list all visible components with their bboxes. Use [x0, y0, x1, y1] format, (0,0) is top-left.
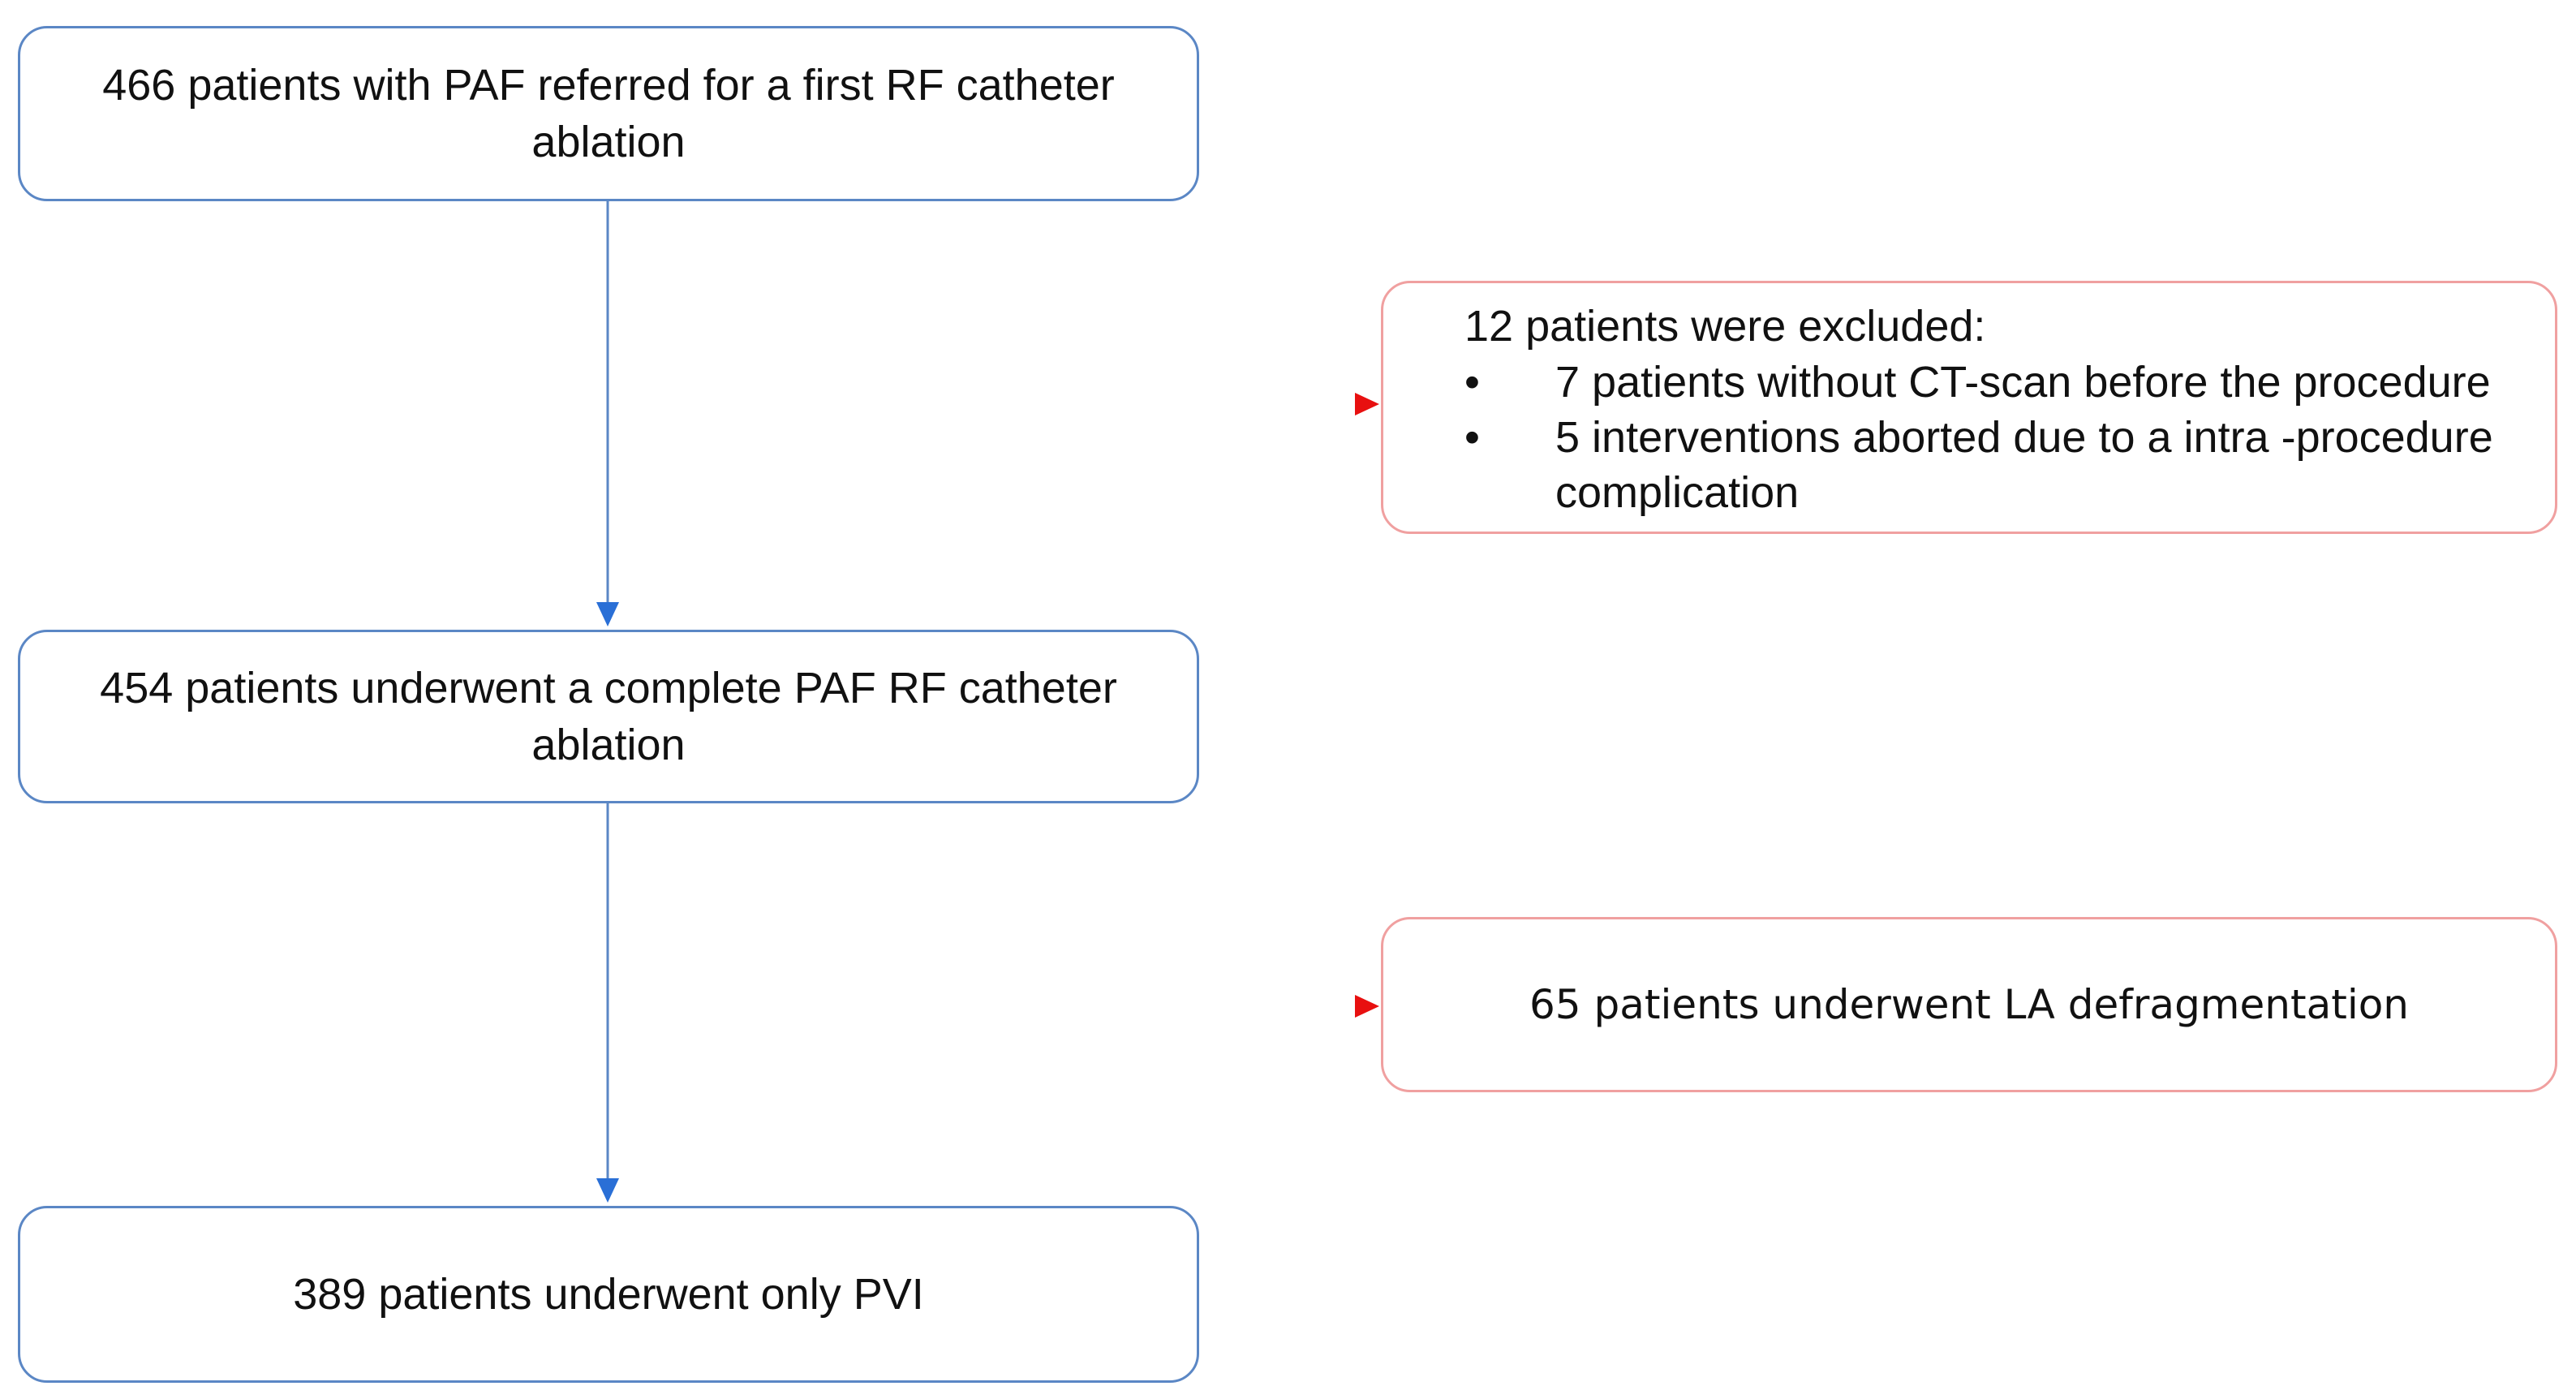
bullet-icon: •	[1464, 413, 1480, 462]
defragmentation-box: 65 patients underwent LA defragmentation	[1381, 917, 2557, 1092]
exclusion-list: • 7 patients without CT-scan before the …	[1383, 355, 2561, 520]
flow-step3-text: 389 patients underwent only PVI	[293, 1270, 924, 1319]
flow-step1-text: 466 patients with PAF referred for a fir…	[102, 61, 1115, 166]
flow-box-step3: 389 patients underwent only PVI	[18, 1206, 1199, 1383]
exclusion-box: 12 patients were excluded: • 7 patients …	[1381, 281, 2557, 534]
flow-box-step2: 454 patients underwent a complete PAF RF…	[18, 630, 1199, 803]
flow-step2-text: 454 patients underwent a complete PAF RF…	[100, 664, 1117, 769]
flow-arrow-1-head	[596, 602, 619, 626]
exclusion-item-text: 7 patients without CT-scan before the pr…	[1555, 358, 2491, 407]
exclusion-title: 12 patients were excluded:	[1464, 302, 1986, 351]
flow-box-step1: 466 patients with PAF referred for a fir…	[18, 26, 1199, 201]
defrag-arrow-head	[1355, 995, 1379, 1018]
flow-arrow-2-head	[596, 1178, 619, 1203]
exclusion-item: • 7 patients without CT-scan before the …	[1383, 355, 2561, 410]
exclusion-arrow-head	[1355, 393, 1379, 415]
exclusion-item-text: 5 interventions aborted due to a intra -…	[1555, 413, 2493, 517]
defragmentation-text: 65 patients underwent LA defragmentation	[1529, 981, 2409, 1028]
bullet-icon: •	[1464, 358, 1480, 407]
exclusion-item: • 5 interventions aborted due to a intra…	[1383, 410, 2561, 520]
